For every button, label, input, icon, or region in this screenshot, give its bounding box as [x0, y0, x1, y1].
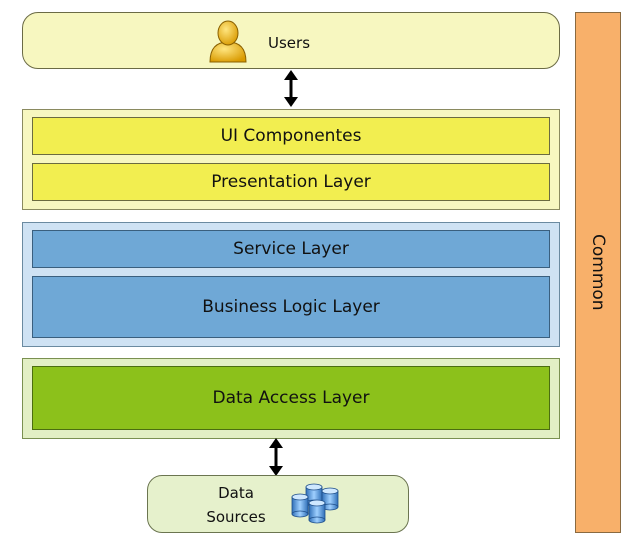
- users-box: [22, 12, 560, 69]
- ui-components-layer: UI Componentes: [32, 117, 550, 155]
- common-box: [575, 12, 621, 533]
- data-sources-line1: Data: [218, 484, 254, 502]
- presentation-layer: Presentation Layer: [32, 163, 550, 201]
- data-sources-line2: Sources: [206, 508, 266, 526]
- data-access-layer: Data Access Layer: [32, 366, 550, 430]
- data-sources-box: [147, 475, 409, 533]
- users-label: Users: [268, 34, 311, 52]
- common-label: Common: [588, 234, 608, 311]
- data-sources-label: Data Sources: [196, 482, 276, 528]
- business-logic-layer: Business Logic Layer: [32, 276, 550, 338]
- service-layer: Service Layer: [32, 230, 550, 268]
